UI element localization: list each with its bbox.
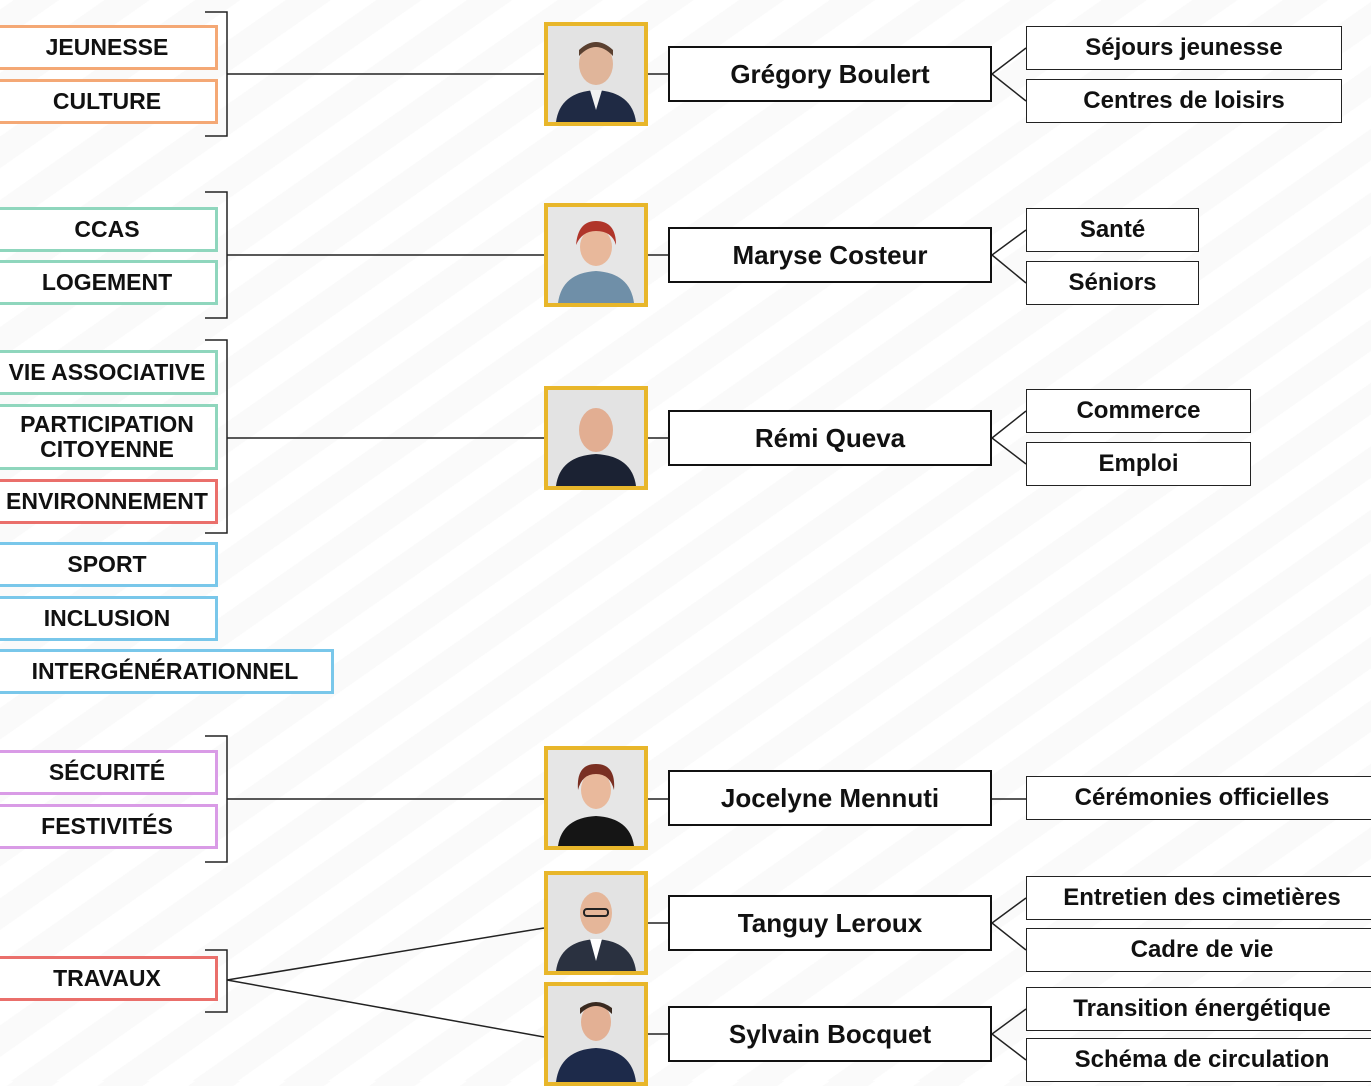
theme-label: INCLUSION: [43, 605, 171, 631]
delegation-sejours-jeunesse: Séjours jeunesse: [1026, 26, 1342, 70]
person-name: Jocelyne Mennuti: [720, 782, 940, 813]
person-name: Maryse Costeur: [732, 239, 928, 270]
delegation-ceremonies-officielles: Cérémonies officielles: [1026, 776, 1371, 820]
delegation-label: Santé: [1079, 216, 1146, 243]
theme-culture: CULTURE: [0, 79, 218, 124]
theme-sport: SPORT: [0, 542, 218, 587]
delegation-sante: Santé: [1026, 208, 1199, 252]
theme-festivites: FESTIVITÉS: [0, 804, 218, 849]
person-avatar-icon: [548, 875, 644, 971]
delegation-entretien-cimetieres: Entretien des cimetières: [1026, 876, 1371, 920]
delegation-label: Transition énergétique: [1073, 995, 1331, 1022]
theme-inclusion: INCLUSION: [0, 596, 218, 641]
theme-label: ENVIRONNEMENT: [6, 488, 208, 514]
delegation-schema-circulation: Schéma de circulation: [1026, 1038, 1371, 1082]
delegation-label: Emploi: [1098, 450, 1179, 477]
name-gregory-boulert: Grégory Boulert: [668, 46, 992, 102]
person-avatar-icon: [548, 390, 644, 486]
portrait-sylvain-bocquet: [544, 982, 648, 1086]
portrait-tanguy-leroux: [544, 871, 648, 975]
delegation-label: Schéma de circulation: [1074, 1046, 1330, 1073]
theme-label: SPORT: [67, 551, 147, 577]
delegation-centres-loisirs: Centres de loisirs: [1026, 79, 1342, 123]
theme-participation-citoyenne: PARTICIPATION CITOYENNE: [0, 404, 218, 470]
theme-vie-associative: VIE ASSOCIATIVE: [0, 350, 218, 395]
portrait-jocelyne-mennuti: [544, 746, 648, 850]
portrait-gregory-boulert: [544, 22, 648, 126]
person-name: Rémi Queva: [754, 422, 906, 453]
person-avatar-icon: [548, 26, 644, 122]
name-remi-queva: Rémi Queva: [668, 410, 992, 466]
delegation-label: Séniors: [1068, 269, 1157, 296]
person-avatar-icon: [548, 750, 644, 846]
theme-label: FESTIVITÉS: [41, 813, 173, 839]
theme-label: VIE ASSOCIATIVE: [8, 359, 206, 385]
delegation-label: Cérémonies officielles: [1074, 784, 1330, 811]
name-jocelyne-mennuti: Jocelyne Mennuti: [668, 770, 992, 826]
theme-travaux: TRAVAUX: [0, 956, 218, 1001]
delegation-cadre-de-vie: Cadre de vie: [1026, 928, 1371, 972]
theme-environnement: ENVIRONNEMENT: [0, 479, 218, 524]
portrait-remi-queva: [544, 386, 648, 490]
theme-label: CULTURE: [52, 88, 162, 114]
person-name: Sylvain Bocquet: [728, 1018, 932, 1049]
theme-label: CCAS: [74, 216, 140, 242]
theme-label: LOGEMENT: [41, 269, 173, 295]
name-maryse-costeur: Maryse Costeur: [668, 227, 992, 283]
theme-intergenerationnel: INTERGÉNÉRATIONNEL: [0, 649, 334, 694]
delegation-label: Séjours jeunesse: [1085, 34, 1283, 61]
person-name: Tanguy Leroux: [737, 907, 923, 938]
theme-label: PARTICIPATION: [20, 411, 194, 437]
person-avatar-icon: [548, 986, 644, 1082]
delegation-emploi: Emploi: [1026, 442, 1251, 486]
theme-label: INTERGÉNÉRATIONNEL: [31, 658, 299, 684]
delegation-label: Commerce: [1076, 397, 1201, 424]
delegation-transition-energetique: Transition énergétique: [1026, 987, 1371, 1031]
delegation-label: Cadre de vie: [1130, 936, 1274, 963]
theme-label: JEUNESSE: [45, 34, 169, 60]
delegation-label: Entretien des cimetières: [1063, 884, 1341, 911]
person-avatar-icon: [548, 207, 644, 303]
theme-label: CITOYENNE: [40, 436, 174, 462]
name-sylvain-bocquet: Sylvain Bocquet: [668, 1006, 992, 1062]
person-name: Grégory Boulert: [730, 58, 930, 89]
theme-ccas: CCAS: [0, 207, 218, 252]
theme-jeunesse: JEUNESSE: [0, 25, 218, 70]
name-tanguy-leroux: Tanguy Leroux: [668, 895, 992, 951]
delegation-seniors: Séniors: [1026, 261, 1199, 305]
delegation-commerce: Commerce: [1026, 389, 1251, 433]
portrait-maryse-costeur: [544, 203, 648, 307]
delegation-label: Centres de loisirs: [1083, 87, 1285, 114]
theme-label: TRAVAUX: [53, 965, 161, 991]
theme-label: SÉCURITÉ: [48, 759, 166, 785]
theme-securite: SÉCURITÉ: [0, 750, 218, 795]
theme-logement: LOGEMENT: [0, 260, 218, 305]
